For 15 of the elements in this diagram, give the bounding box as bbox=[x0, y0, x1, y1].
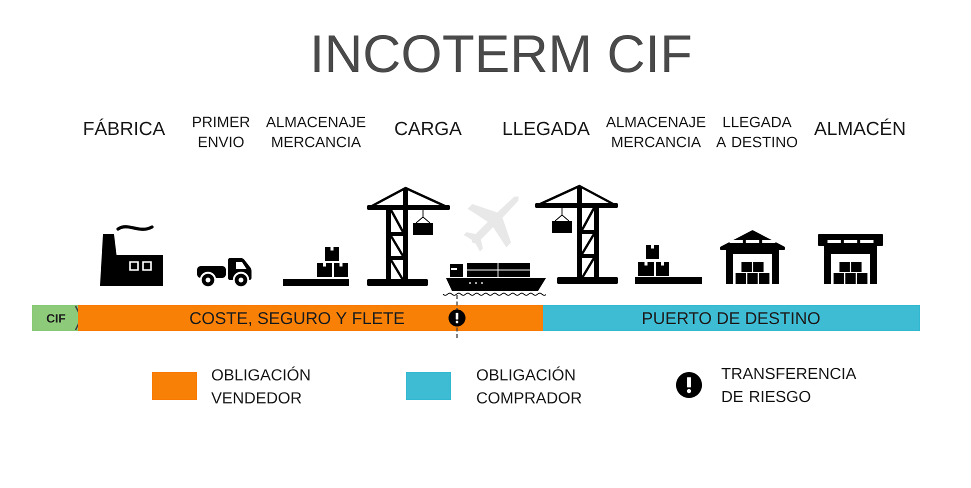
tag: CIF bbox=[32, 305, 82, 331]
stage-label: ALMACÉN bbox=[814, 118, 904, 136]
stage-label: LLEGADA bbox=[504, 122, 590, 136]
stage-label: ALMACENAJE MERCANCIA bbox=[606, 116, 706, 148]
stage-label: PRIMER ENVIO bbox=[193, 116, 250, 148]
legend-label: OBLIGACIÓN VENDEDOR bbox=[211, 366, 310, 404]
legend-label: TRANSFERENCIA DE RIESGO bbox=[722, 368, 856, 402]
stage-label: ALMACENAJE MERCANCIA bbox=[266, 116, 366, 148]
stage-label: FÁBRICA bbox=[84, 118, 166, 136]
title: INCOTERM CIF bbox=[314, 35, 690, 73]
stage-label: CARGA bbox=[395, 122, 462, 136]
legend-label: OBLIGACIÓN COMPRADOR bbox=[476, 366, 582, 404]
bar-segment: COSTE, SEGURO Y FLETE bbox=[78, 305, 543, 331]
bar-segment: PUERTO DE DESTINO bbox=[543, 305, 920, 331]
stage-label: LLEGADA A DESTINO bbox=[716, 116, 798, 148]
